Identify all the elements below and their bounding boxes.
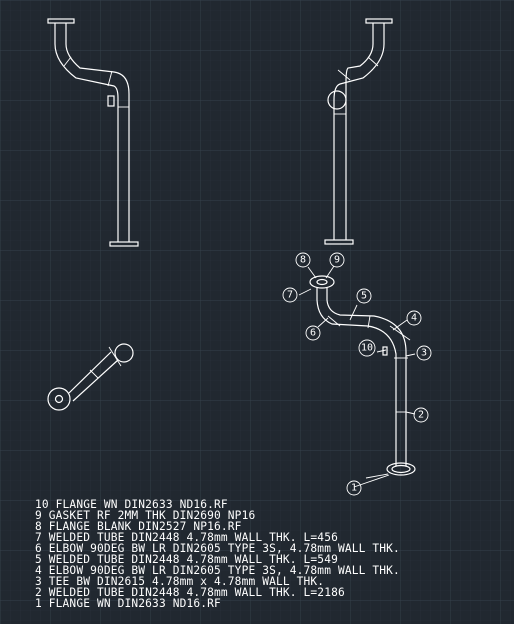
svg-text:9: 9 bbox=[334, 255, 340, 266]
balloon-6[interactable]: 6 bbox=[305, 325, 321, 341]
bom-row-2: 2 WELDED TUBE DIN2448 4.78mm WALL THK. L… bbox=[35, 586, 345, 599]
balloon-8[interactable]: 8 bbox=[295, 252, 311, 268]
balloon-2[interactable]: 2 bbox=[413, 407, 429, 423]
balloon-4[interactable]: 4 bbox=[406, 310, 422, 326]
balloon-1[interactable]: 1 bbox=[346, 480, 362, 496]
bom-row-1: 1 FLANGE WN DIN2633 ND16.RF bbox=[35, 597, 221, 610]
leader-lines bbox=[298, 265, 416, 488]
svg-text:4: 4 bbox=[411, 313, 417, 324]
balloon-9[interactable]: 9 bbox=[329, 252, 345, 268]
bom-row-9: 9 GASKET RF 2MM THK DIN2690 NP16 bbox=[35, 509, 255, 522]
svg-text:1: 1 bbox=[351, 483, 357, 494]
bom-row-5: 5 WELDED TUBE DIN2448 4.78mm WALL THK. L… bbox=[35, 553, 338, 566]
svg-text:7: 7 bbox=[287, 290, 293, 301]
svg-text:3: 3 bbox=[421, 348, 427, 359]
bom-row-3: 3 TEE BW DIN2615 4.78mm x 4.78mm WALL TH… bbox=[35, 575, 324, 588]
svg-text:8: 8 bbox=[300, 255, 306, 266]
svg-text:10: 10 bbox=[361, 343, 373, 354]
bill-of-materials: 10 FLANGE WN DIN2633 ND16.RF 9 GASKET RF… bbox=[35, 498, 400, 610]
bom-row-10: 10 FLANGE WN DIN2633 ND16.RF bbox=[35, 498, 228, 511]
balloon-3[interactable]: 3 bbox=[416, 345, 432, 361]
svg-text:2: 2 bbox=[418, 410, 424, 421]
balloon-5[interactable]: 5 bbox=[356, 288, 372, 304]
bom-row-7: 7 WELDED TUBE DIN2448 4.78mm WALL THK. L… bbox=[35, 531, 338, 544]
svg-text:5: 5 bbox=[361, 291, 367, 302]
bom-row-8: 8 FLANGE BLANK DIN2527 NP16.RF bbox=[35, 520, 242, 533]
pipe-view-isometric[interactable] bbox=[309, 275, 416, 479]
pipe-view-left-elevation[interactable] bbox=[47, 18, 139, 247]
balloon-7[interactable]: 7 bbox=[282, 287, 298, 303]
balloon-10[interactable]: 10 bbox=[358, 339, 376, 357]
pipe-view-plan[interactable] bbox=[47, 343, 134, 411]
svg-text:6: 6 bbox=[310, 328, 316, 339]
bom-row-6: 6 ELBOW 90DEG BW LR DIN2605 TYPE 3S, 4.7… bbox=[35, 542, 400, 555]
bom-row-4: 4 ELBOW 90DEG BW LR DIN2605 TYPE 3S, 4.7… bbox=[35, 564, 400, 577]
pipe-view-right-elevation[interactable] bbox=[324, 18, 393, 245]
